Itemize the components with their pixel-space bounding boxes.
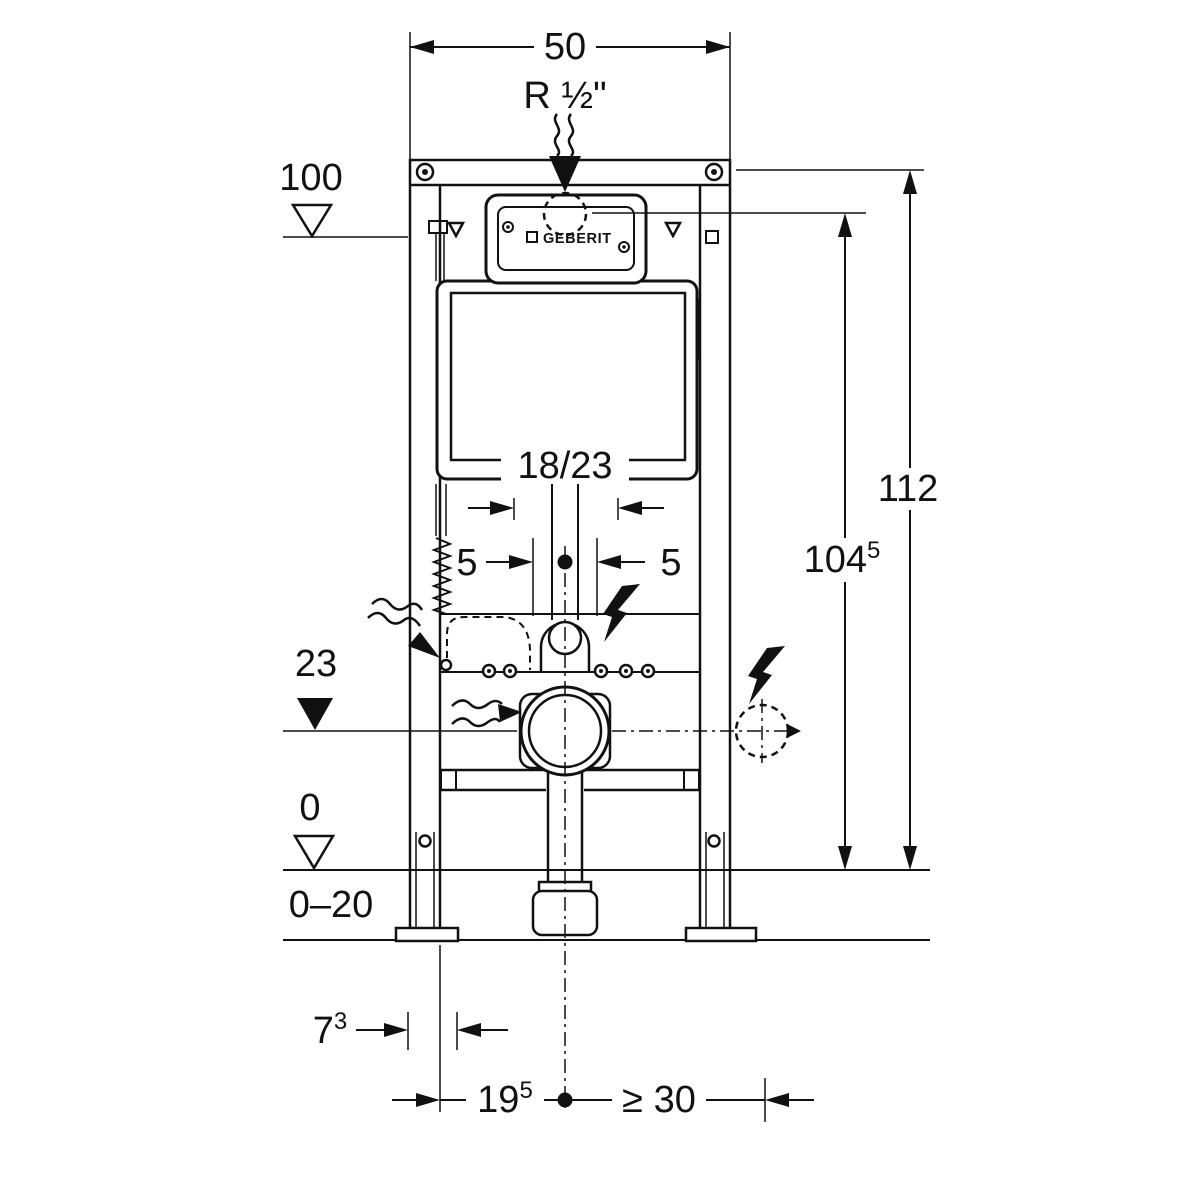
dim-arrow-right: [416, 1093, 440, 1107]
level-23-label: 23: [295, 643, 337, 685]
center-dot: [557, 554, 573, 570]
wavy-arrow-head: [408, 632, 440, 658]
plate-bolt-dot: [508, 669, 512, 673]
plate-bolt-dot: [646, 669, 650, 673]
alternative-bend-dashed: [446, 616, 531, 670]
wavy-arrow-line: [371, 597, 424, 611]
dim-height-112: 112: [736, 169, 939, 870]
supply-arrow-down: [549, 156, 581, 192]
level-0: 0 0–20: [289, 787, 374, 926]
dim-arrow-up: [903, 170, 917, 194]
crossbar-end-right: [683, 769, 700, 791]
crossbar-end-left: [440, 769, 457, 791]
outlet-dist-19-base: 19: [477, 1079, 519, 1121]
dim-arrow-down: [903, 846, 917, 870]
side-clearance-label: ≥ 30: [622, 1079, 696, 1121]
width-50-label: 50: [544, 26, 586, 68]
plate-bolt-dot: [599, 669, 603, 673]
plate-bolt-dot: [487, 669, 491, 673]
lightning-bolt-icon: [603, 584, 640, 642]
height-104-sup: 5: [867, 537, 880, 564]
wavy-arrow-line: [451, 717, 502, 728]
supply-wavy-line: [567, 113, 575, 157]
inspection-box: [484, 193, 648, 285]
plate-screw-dot: [622, 245, 626, 249]
geberit-logo-text: GEBERIT: [543, 231, 612, 247]
level-marker-100-open-triangle: [290, 203, 334, 239]
dim-bottom: 73 195 ≥ 30: [313, 945, 814, 1122]
level-100-label: 100: [279, 157, 342, 199]
reference-triangle-right: [663, 221, 683, 239]
dim-top-width: 50: [409, 26, 731, 160]
level-marker-0-open-triangle: [292, 834, 336, 871]
level-marker-23-filled-triangle: [297, 698, 333, 730]
dim-arrow-down: [838, 846, 852, 870]
corrugated-hose: [431, 537, 453, 615]
dim-arrow-left: [410, 40, 434, 54]
depth-7-sup: 3: [334, 1008, 347, 1035]
supply-wavy-line: [553, 113, 561, 157]
dim-arrow-right: [384, 1023, 408, 1037]
wavy-arrow-head: [498, 704, 522, 722]
plate-bolt-dot: [624, 669, 628, 673]
rail-square-detail: [705, 230, 719, 244]
fittings-zone: [431, 482, 700, 679]
valve-connector: [439, 658, 453, 672]
outlet-level: 23: [283, 643, 801, 763]
side-outlet-arrow: [787, 724, 801, 738]
geberit-logo-mark: [526, 231, 538, 243]
flush-bend-offset-label: 18/23: [517, 445, 612, 487]
cistern: 18/23: [435, 279, 699, 487]
depth-7-base: 7: [313, 1010, 334, 1052]
height-104-label: 1045: [804, 537, 881, 581]
height-112-label: 112: [878, 468, 939, 510]
floor-range-label: 0–20: [289, 884, 374, 926]
floor-lines: [283, 869, 930, 941]
offset-5-left-label: 5: [456, 542, 477, 584]
height-104-base: 104: [804, 539, 867, 581]
supply-connection-dashed-circle: [542, 191, 588, 237]
plate-screw: [618, 241, 630, 253]
outlet-dist-19-label: 195: [477, 1077, 533, 1121]
reference-triangle-left: [446, 221, 466, 239]
dim-arrow-left: [457, 1023, 481, 1037]
outlet-dist-19-sup: 5: [519, 1077, 532, 1104]
dim-arrow-right: [706, 40, 730, 54]
right-foot-bolt: [707, 834, 721, 848]
flush-plate-box: GEBERIT: [484, 191, 648, 285]
lightning-bolt-icon: [748, 646, 785, 704]
top-screw-left-dot: [422, 169, 428, 175]
depth-7-label: 73: [313, 1008, 348, 1052]
level-100: 100: [279, 157, 408, 239]
dim-offsets-5: 5 5: [456, 538, 682, 616]
level-0-label: 0: [299, 787, 320, 829]
water-supply: R ½": [523, 75, 607, 192]
dim-arrow-right: [490, 501, 514, 515]
lower-crossbar: [440, 768, 700, 792]
dim-arrow-up: [838, 213, 852, 237]
label-mask: [501, 446, 629, 484]
dim-arrow-left: [618, 501, 642, 515]
plate-screw: [502, 221, 514, 233]
offset-5-right-label: 5: [660, 542, 681, 584]
dim-height-104: 1045: [592, 212, 881, 870]
left-foot-plate: [394, 926, 460, 943]
dim-arrow-right: [509, 555, 533, 569]
electrical-symbols: [603, 584, 785, 704]
dim-arrow-left: [765, 1093, 789, 1107]
fill-valve-bracket: [428, 220, 448, 234]
flexible-connection-arrows: [367, 597, 522, 728]
actuator-plate: [497, 206, 635, 271]
wavy-arrow-line: [367, 611, 422, 627]
wavy-arrow-line: [451, 699, 503, 710]
plate-screw-dot: [506, 225, 510, 229]
supply-label: R ½": [523, 75, 606, 117]
top-screw-right-dot: [711, 169, 717, 175]
dim-flush-bend: [468, 498, 664, 520]
left-foot-bolt: [418, 834, 432, 848]
right-foot-plate: [684, 926, 758, 943]
dim-arrow-left: [597, 555, 621, 569]
